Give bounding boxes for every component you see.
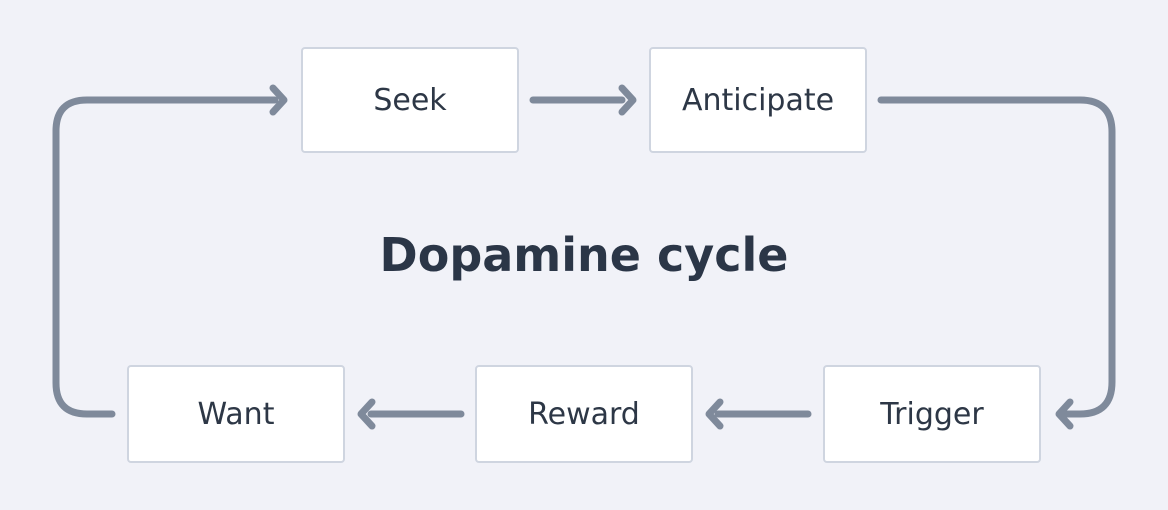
arrowhead-seek-to-anticipate — [618, 84, 637, 116]
arrowhead-reward-to-want — [357, 398, 376, 430]
node-seek: Seek — [301, 47, 519, 153]
arrowhead-want-to-seek — [269, 84, 288, 116]
node-want: Want — [127, 365, 345, 463]
node-reward-label: Reward — [528, 396, 640, 432]
node-anticipate: Anticipate — [649, 47, 867, 153]
node-seek-label: Seek — [373, 82, 447, 118]
node-want-label: Want — [197, 396, 275, 432]
node-reward: Reward — [475, 365, 693, 463]
node-trigger-label: Trigger — [880, 396, 984, 432]
arrowhead-anticipate-to-trigger — [1055, 398, 1074, 430]
node-trigger: Trigger — [823, 365, 1041, 463]
node-anticipate-label: Anticipate — [681, 82, 835, 118]
diagram-title: Dopamine cycle — [379, 228, 789, 282]
arrow-anticipate-to-trigger — [877, 96, 1116, 418]
arrow-want-to-seek — [52, 96, 279, 418]
arrowhead-trigger-to-reward — [705, 398, 724, 430]
